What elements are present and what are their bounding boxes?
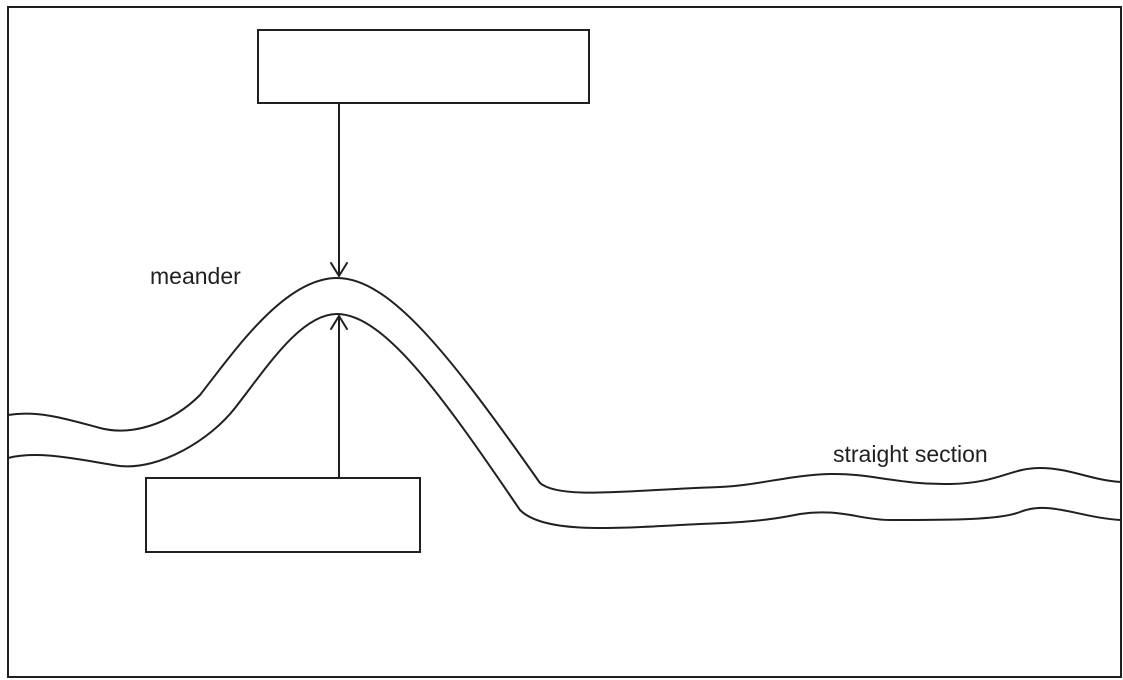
answer-box-top[interactable] [257,29,590,104]
label-meander: meander [150,263,241,289]
arrow-bottom-head [330,315,348,330]
label-straight-section: straight section [833,441,988,467]
river-lower-bank [7,313,1122,530]
answer-box-bottom[interactable] [145,477,421,553]
river-upper-bank [7,277,1122,494]
diagram-frame [7,6,1122,678]
arrow-top-head [330,262,348,277]
